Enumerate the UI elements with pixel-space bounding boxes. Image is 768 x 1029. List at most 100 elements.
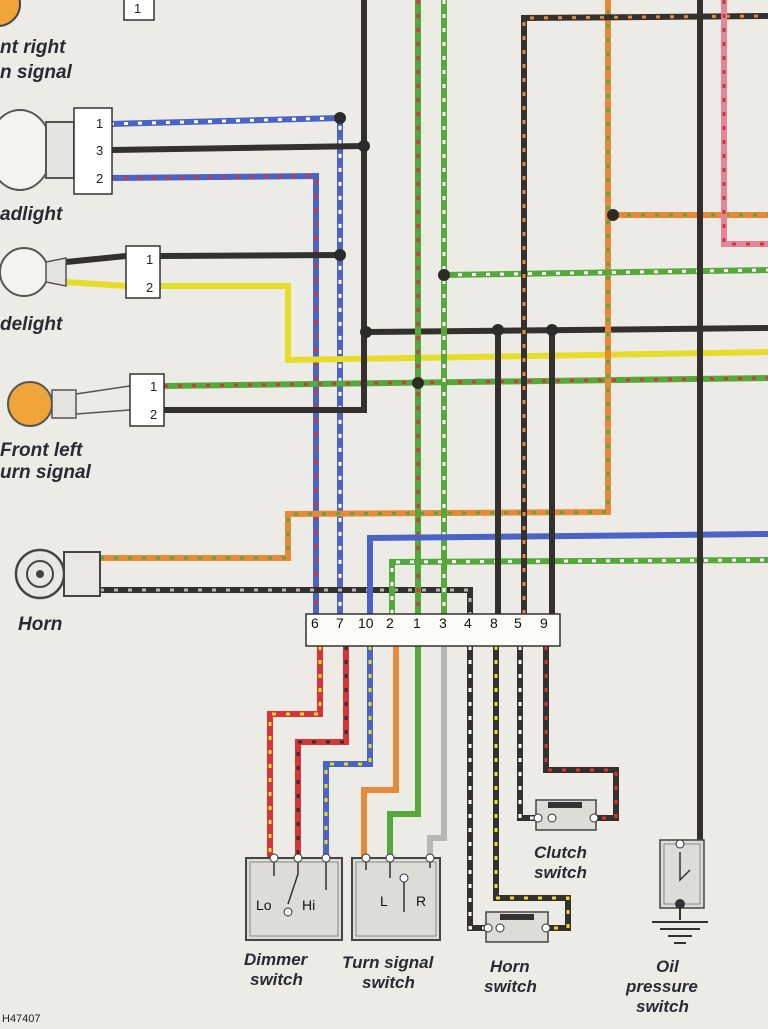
black-wire-tracer — [522, 14, 768, 614]
horn-switch: Horn switch — [483, 911, 551, 996]
blue-wire — [109, 172, 319, 614]
oil-pressure-switch-label: pressure — [625, 977, 698, 996]
bulb-icon — [0, 0, 21, 27]
terminal-label: 4 — [464, 615, 472, 631]
clutch-switch-label: switch — [534, 863, 587, 882]
black-wire — [517, 646, 538, 821]
connector — [73, 107, 113, 195]
ground-icon — [652, 908, 708, 944]
front-right-turn-signal: 1 nt right n signal — [0, 0, 155, 83]
dimmer-lo-label: Lo — [256, 897, 272, 913]
oil-pressure-switch: Oil pressure switch — [625, 839, 708, 1016]
horn-switch-label: switch — [484, 977, 537, 996]
front-right-turn-signal-label: nt right — [0, 37, 66, 58]
dimmer-switch: Lo Hi Dimmer switch — [244, 853, 343, 989]
front-left-turn-signal-label: urn signal — [0, 462, 92, 483]
junction-dot — [438, 269, 450, 281]
black-wire — [65, 252, 341, 265]
bulb-icon — [0, 109, 53, 191]
terminal-label: 9 — [540, 615, 548, 631]
dimmer-switch-label: switch — [250, 970, 303, 989]
front-right-turn-signal-label: n signal — [0, 62, 73, 83]
terminal-label: 6 — [311, 615, 319, 631]
sidelight-label: delight — [0, 314, 63, 335]
connector-pin: 2 — [150, 407, 157, 422]
junction-dots — [334, 112, 619, 389]
turn-signal-switch: L R Turn signal switch — [342, 853, 441, 992]
connector — [125, 245, 161, 299]
turn-left-label: L — [380, 893, 388, 909]
blue-wire-tracer — [109, 116, 342, 614]
clutch-switch-label: Clutch — [534, 843, 587, 862]
turn-signal-switch-label: switch — [362, 973, 415, 992]
connector-pin: 2 — [96, 171, 103, 186]
bulb-base — [51, 389, 77, 419]
horn-terminal — [63, 551, 101, 597]
junction-dot — [607, 209, 619, 221]
oil-pressure-switch-body — [659, 839, 705, 909]
red-wire — [295, 646, 349, 858]
headlight-label: adlight — [0, 204, 63, 225]
black-wire-tracer — [100, 588, 472, 614]
dimmer-hi-label: Hi — [302, 897, 315, 913]
junction-dot — [492, 324, 504, 336]
black-wire — [467, 646, 488, 931]
green-wire-tracer — [163, 376, 768, 388]
black-wire — [365, 325, 768, 335]
terminal-label: 7 — [336, 615, 344, 631]
terminal-label: 5 — [514, 615, 522, 631]
junction-dot — [546, 324, 558, 336]
orange-wire — [361, 646, 399, 858]
horn-switch-label: Horn — [490, 957, 530, 976]
bulb-base — [45, 121, 75, 179]
bulb-icon — [7, 381, 53, 427]
bulb-icon — [0, 247, 49, 297]
blue-wire-tracer — [324, 646, 372, 858]
connector-pin: 1 — [134, 1, 141, 16]
dimmer-switch-label: Dimmer — [244, 950, 309, 969]
green-wire-tracer — [390, 558, 768, 614]
yellow-wire — [65, 279, 768, 364]
terminal-label: 8 — [490, 615, 498, 631]
black-wire — [109, 143, 365, 153]
turn-signal-switch-label: Turn signal — [342, 953, 435, 972]
clutch-switch: Clutch switch — [533, 799, 599, 882]
horn-label: Horn — [18, 614, 62, 635]
terminal-block: 6 7 10 2 1 3 4 8 5 9 — [305, 613, 561, 647]
terminal-label: 2 — [386, 615, 394, 631]
front-left-turn-signal-label: Front left — [0, 440, 83, 461]
junction-dot — [360, 326, 372, 338]
turn-signal-switch-body — [351, 857, 441, 941]
terminal-label: 10 — [358, 615, 374, 631]
junction-dot — [334, 112, 346, 124]
black-wire-tracer — [494, 646, 570, 930]
horn: Horn — [14, 548, 101, 635]
black-wire — [100, 587, 473, 614]
oil-pressure-switch-label: switch — [636, 997, 689, 1016]
connector-pin: 3 — [96, 143, 103, 158]
grey-wire — [427, 646, 447, 858]
black-wire-tracer — [544, 646, 618, 820]
black-wire — [543, 646, 619, 821]
connector-pin: 1 — [96, 116, 103, 131]
pink-wire — [721, 0, 768, 247]
pink-wire-tracer — [722, 0, 768, 246]
connector-pin: 1 — [146, 252, 153, 267]
headlight: 1 3 2 adlight — [0, 107, 113, 225]
green-wire — [163, 375, 768, 389]
blue-wire — [367, 531, 768, 614]
connector — [129, 373, 165, 427]
connector — [123, 0, 155, 21]
oil-pressure-switch-label: Oil — [656, 957, 680, 976]
green-wire — [387, 646, 421, 858]
black-wire — [521, 13, 768, 614]
terminal-label: 1 — [413, 615, 421, 631]
terminal-label: 3 — [439, 615, 447, 631]
orange-wire — [100, 0, 611, 561]
turn-right-label: R — [416, 893, 426, 909]
black-wire — [493, 646, 571, 931]
red-wire — [267, 646, 323, 858]
junction-dot — [412, 377, 424, 389]
figure-code: H47407 — [2, 1013, 41, 1024]
